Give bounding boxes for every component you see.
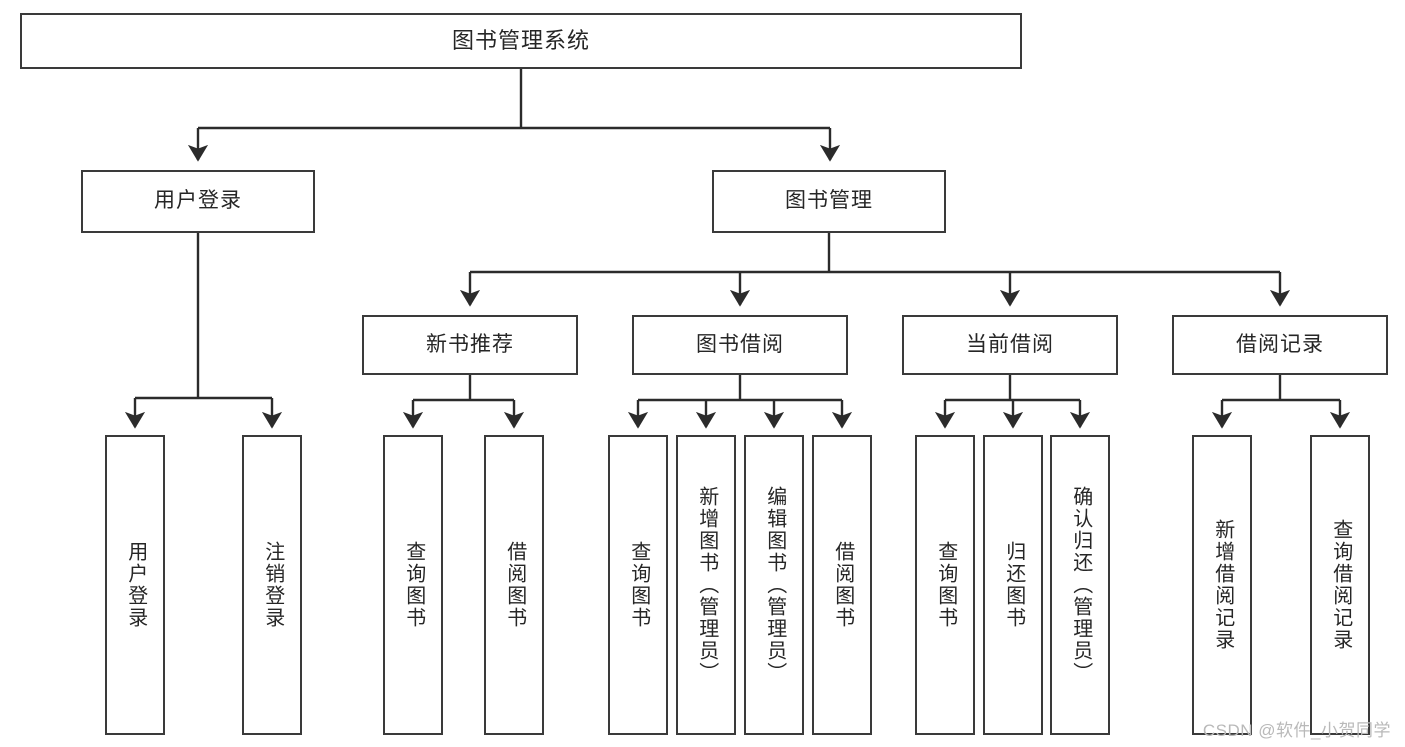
leaf-recommend-query-book[interactable]: 查询图书 — [383, 435, 443, 735]
node-label: 确认归还（管理员） — [1069, 486, 1092, 684]
node-book-management[interactable]: 图书管理 — [712, 170, 946, 233]
leaf-record-add-borrow-record[interactable]: 新增借阅记录 — [1192, 435, 1252, 735]
leaf-borrow-query-book[interactable]: 查询图书 — [608, 435, 668, 735]
node-label: 查询图书 — [934, 541, 957, 629]
node-current-borrow[interactable]: 当前借阅 — [902, 315, 1118, 375]
leaf-record-query-borrow-record[interactable]: 查询借阅记录 — [1310, 435, 1370, 735]
node-label: 借阅图书 — [831, 541, 854, 629]
leaf-current-query-book[interactable]: 查询图书 — [915, 435, 975, 735]
node-label: 图书管理系统 — [451, 28, 590, 54]
node-label: 归还图书 — [1002, 541, 1025, 629]
leaf-user-login[interactable]: 用户登录 — [105, 435, 165, 735]
node-label: 图书管理 — [785, 189, 873, 213]
leaf-current-confirm-return-admin[interactable]: 确认归还（管理员） — [1050, 435, 1110, 735]
node-label: 新书推荐 — [426, 332, 514, 356]
node-new-book-recommend[interactable]: 新书推荐 — [362, 315, 578, 375]
node-label: 注销登录 — [261, 541, 284, 629]
node-label: 查询借阅记录 — [1329, 519, 1352, 651]
node-label: 借阅图书 — [503, 541, 526, 629]
node-label: 借阅记录 — [1236, 332, 1324, 356]
node-label: 查询图书 — [402, 541, 425, 629]
leaf-borrow-borrow-book[interactable]: 借阅图书 — [812, 435, 872, 735]
node-book-borrow[interactable]: 图书借阅 — [632, 315, 848, 375]
node-label: 用户登录 — [124, 541, 147, 629]
node-label: 编辑图书（管理员） — [763, 486, 786, 684]
node-root-book-management-system[interactable]: 图书管理系统 — [20, 13, 1022, 69]
node-label: 用户登录 — [154, 189, 242, 213]
node-label: 新增借阅记录 — [1211, 519, 1234, 651]
leaf-borrow-add-book-admin[interactable]: 新增图书（管理员） — [676, 435, 736, 735]
node-label: 图书借阅 — [696, 332, 784, 356]
leaf-logout[interactable]: 注销登录 — [242, 435, 302, 735]
node-label: 查询图书 — [627, 541, 650, 629]
node-label: 新增图书（管理员） — [695, 486, 718, 684]
leaf-recommend-borrow-book[interactable]: 借阅图书 — [484, 435, 544, 735]
node-label: 当前借阅 — [966, 332, 1054, 356]
leaf-borrow-edit-book-admin[interactable]: 编辑图书（管理员） — [744, 435, 804, 735]
leaf-current-return-book[interactable]: 归还图书 — [983, 435, 1043, 735]
node-borrow-record[interactable]: 借阅记录 — [1172, 315, 1388, 375]
node-user-login[interactable]: 用户登录 — [81, 170, 315, 233]
